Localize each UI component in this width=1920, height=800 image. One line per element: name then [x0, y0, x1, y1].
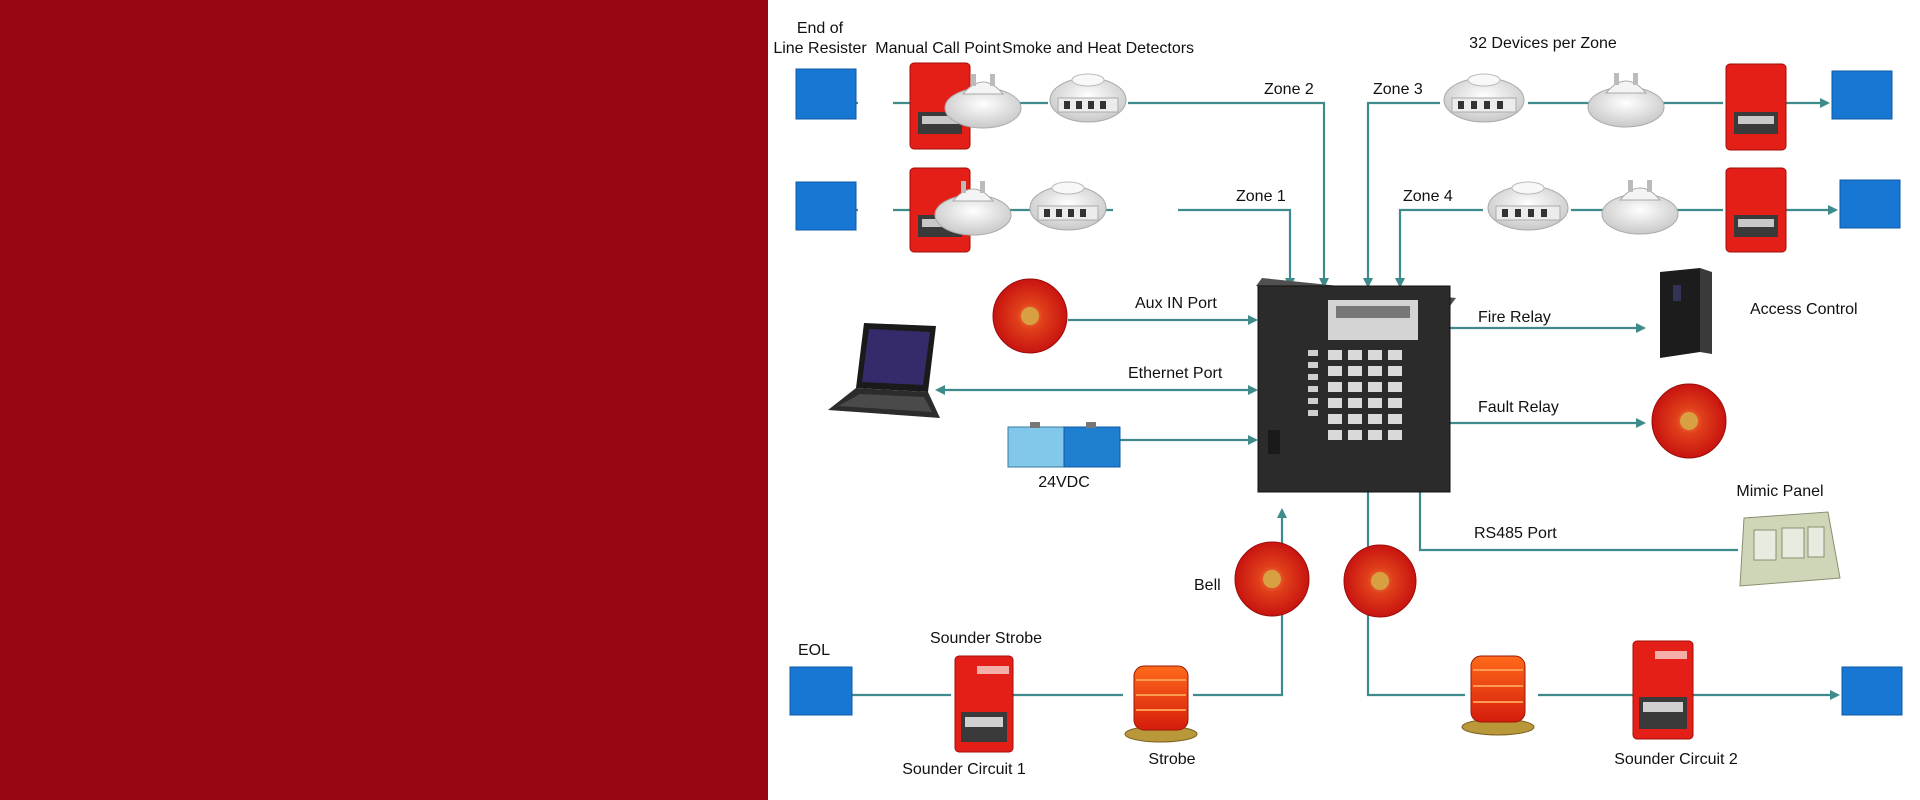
- battery-icon: [1007, 422, 1121, 468]
- sounder-strobe-icon: [954, 655, 1014, 753]
- zone4-panel-connector: [1395, 208, 1483, 288]
- bell-label: Bell: [1194, 577, 1221, 594]
- access-control-icon: [1660, 268, 1712, 358]
- mimic-panel-icon: [1739, 511, 1841, 587]
- heat-detector-icon: [944, 74, 1022, 129]
- bell-icon: [1343, 544, 1417, 618]
- strobe-icon: [1461, 655, 1535, 736]
- manual-call-point-label: Manual Call Point: [875, 40, 1001, 57]
- eol-box-icon: [1841, 666, 1903, 716]
- zone3-panel-connector: [1363, 101, 1440, 288]
- access-control-label: Access Control: [1750, 301, 1858, 318]
- eol-box-icon: [789, 666, 853, 716]
- end-of-line-label-1: End of: [797, 20, 844, 37]
- fault-relay-label: Fault Relay: [1478, 399, 1559, 416]
- zone3-label: Zone 3: [1373, 81, 1423, 98]
- left-red-panel: [0, 0, 768, 800]
- bell-icon: [992, 278, 1068, 354]
- zone4-label: Zone 4: [1403, 188, 1453, 205]
- manual-call-point-icon: [909, 62, 971, 150]
- zone1-panel-connector: [1178, 208, 1295, 288]
- laptop-icon: [828, 323, 940, 418]
- bell-icon: [1234, 541, 1310, 617]
- smoke-heat-label: Smoke and Heat Detectors: [1002, 40, 1194, 57]
- heat-detector-icon: [934, 181, 1012, 236]
- smoke-detector-icon: [1049, 73, 1127, 123]
- heat-detector-icon: [1587, 73, 1665, 128]
- fire-relay-label: Fire Relay: [1478, 309, 1551, 326]
- connectors: [824, 98, 1840, 700]
- strobe-label: Strobe: [1148, 751, 1195, 768]
- fire-panel-icon: [1256, 278, 1456, 493]
- rs485-connector: [1415, 476, 1738, 552]
- end-of-line-label-2: Line Resister: [773, 40, 867, 57]
- eol-box-icon: [795, 181, 857, 231]
- manual-call-point-icon: [1725, 63, 1787, 151]
- manual-call-point-icon: [1725, 167, 1787, 253]
- rs485-label: RS485 Port: [1474, 525, 1557, 542]
- sounder2-line-a: [1366, 597, 1465, 697]
- zone1-label: Zone 1: [1236, 188, 1286, 205]
- sounder-circuit-2-label: Sounder Circuit 2: [1614, 751, 1738, 768]
- smoke-detector-icon: [1029, 181, 1107, 231]
- mimic-panel-label: Mimic Panel: [1736, 483, 1823, 500]
- heat-detector-icon: [1601, 180, 1679, 235]
- sounder-circuit-1-label: Sounder Circuit 1: [902, 761, 1026, 778]
- sounder-strobe-icon: [1632, 640, 1694, 740]
- eol-box-icon: [1839, 179, 1901, 229]
- smoke-detector-icon: [1487, 181, 1569, 231]
- zone2-panel-connector: [1128, 101, 1329, 288]
- aux-in-label: Aux IN Port: [1135, 295, 1217, 312]
- power-label: 24VDC: [1038, 474, 1090, 491]
- eol-boxes: [789, 68, 1903, 716]
- fire-alarm-diagram: End of Line Resister Manual Call Point S…: [768, 0, 1920, 800]
- eol-label: EOL: [798, 642, 830, 659]
- devices-per-zone-label: 32 Devices per Zone: [1469, 35, 1617, 52]
- zone2-label: Zone 2: [1264, 81, 1314, 98]
- sounder-strobe-label: Sounder Strobe: [930, 630, 1042, 647]
- bell-icon: [1651, 383, 1727, 459]
- smoke-detector-icon: [1443, 73, 1525, 123]
- strobe-icon: [1124, 665, 1198, 743]
- ethernet-label: Ethernet Port: [1128, 365, 1223, 382]
- eol-box-icon: [1831, 70, 1893, 120]
- eol-box-icon: [795, 68, 857, 120]
